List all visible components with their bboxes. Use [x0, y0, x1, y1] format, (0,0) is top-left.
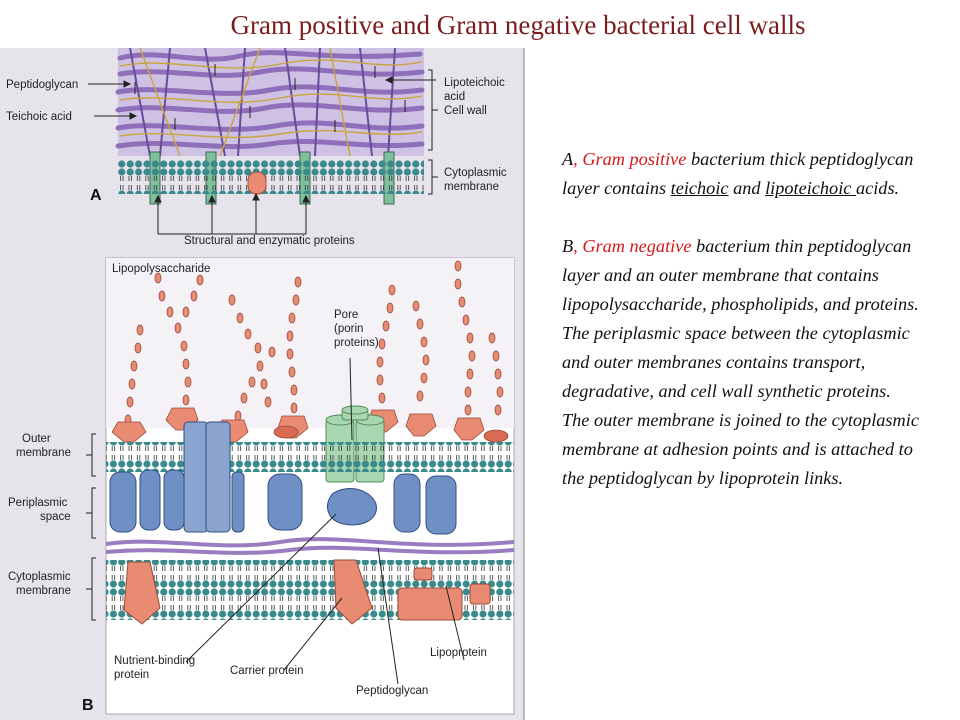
panel-b-letter: B [82, 697, 94, 714]
label-cytoplasmic-b-1: Cytoplasmic [8, 571, 71, 583]
label-nutrient-2: protein [114, 669, 149, 681]
panel-a-letter: A [90, 187, 102, 204]
label-cytoplasmic-a-1: Cytoplasmic [444, 167, 507, 179]
membrane-proteins-blue [109, 421, 457, 535]
label-peptidoglycan-b: Peptidoglycan [356, 685, 428, 697]
label-cell-wall: Cell wall [444, 105, 487, 117]
caption-gram-negative: B, Gram negative bacterium thin peptidog… [562, 232, 922, 493]
label-outer-2: membrane [16, 447, 71, 459]
caption-b-comma: , [573, 236, 583, 256]
label-nutrient-1: Nutrient-binding [114, 655, 195, 667]
caption-lipoteichoic: lipoteichoic [765, 178, 856, 198]
label-pore-1: Pore [334, 309, 358, 321]
caption-gram-positive-term: Gram positive [582, 149, 687, 169]
label-lipopolysaccharide: Lipopolysaccharide [112, 263, 210, 275]
label-lipoprotein: Lipoprotein [430, 647, 487, 659]
label-periplasmic-2: space [40, 511, 71, 523]
figure-caption: A, Gram positive bacterium thick peptido… [562, 145, 922, 493]
caption-teichoic: teichoic [670, 178, 729, 198]
thick-peptidoglycan-layer [115, 48, 425, 157]
membrane-proteins-salmon [123, 559, 491, 625]
caption-a-letter: A [562, 149, 574, 169]
cytoplasmic-membrane-a [118, 160, 424, 194]
label-lipoteichoic-1: Lipoteichoic [444, 77, 505, 89]
label-pore-3: proteins) [334, 337, 379, 349]
page-title: Gram positive and Gram negative bacteria… [230, 10, 806, 40]
caption-gram-negative-term: Gram negative [582, 236, 692, 256]
caption-gram-positive: A, Gram positive bacterium thick peptido… [562, 145, 922, 203]
label-periplasmic-1: Periplasmic [8, 497, 68, 509]
label-cytoplasmic-b-2: membrane [16, 585, 71, 597]
label-teichoic-acid: Teichoic acid [6, 111, 72, 123]
caption-b-letter: B [562, 236, 574, 256]
label-cytoplasmic-a-2: membrane [444, 181, 499, 193]
label-carrier-protein: Carrier protein [230, 665, 304, 677]
panel-b: Lipopolysaccharide Pore (porin proteins)… [8, 257, 515, 715]
caption-a-and: and [728, 178, 766, 198]
label-structural-proteins: Structural and enzymatic proteins [184, 235, 355, 247]
label-peptidoglycan-a: Peptidoglycan [6, 79, 78, 91]
label-lipoteichoic-2: acid [444, 91, 465, 103]
thin-peptidoglycan-layer [105, 537, 515, 555]
caption-b-text: bacterium thin peptidoglycan layer and a… [562, 236, 919, 488]
caption-a-text: bacterium thick peptidoglycan layer cont… [562, 149, 914, 198]
label-pore-2: (porin [334, 323, 363, 335]
panel-a: Peptidoglycan Teichoic acid Lipoteichoic… [6, 48, 507, 247]
caption-a-comma: , [573, 149, 583, 169]
outer-membrane [106, 442, 514, 472]
cell-wall-figure: Peptidoglycan Teichoic acid Lipoteichoic… [0, 48, 525, 720]
caption-a-end: acids. [855, 178, 900, 198]
label-outer-1: Outer [22, 433, 51, 445]
